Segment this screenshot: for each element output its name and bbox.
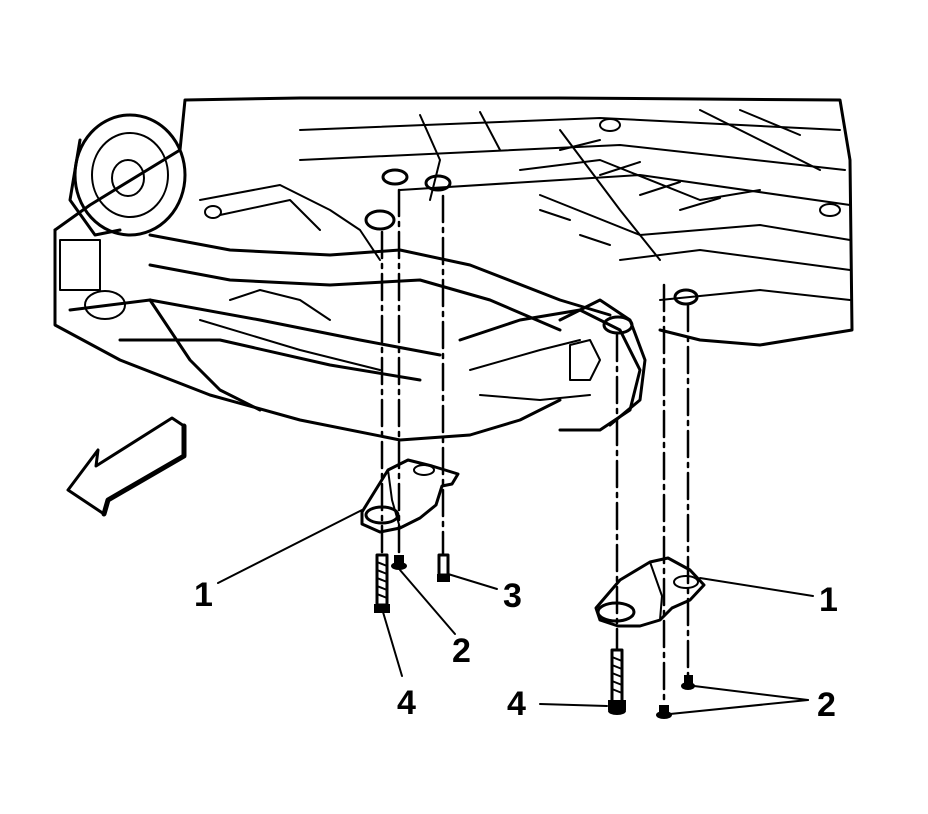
- left-stabilizer-bracket: [360, 458, 460, 534]
- right-bolt-b: [656, 705, 672, 719]
- callout-left-upper-bolt: 2: [452, 632, 471, 670]
- callout-left-bracket: 1: [194, 576, 213, 614]
- right-bolt-a: [681, 675, 695, 690]
- left-long-bolt: [374, 553, 390, 613]
- callout-right-bracket: 1: [819, 581, 838, 619]
- callout-right-bolts: 2: [817, 686, 836, 724]
- right-stabilizer-bracket: [594, 556, 706, 628]
- left-small-bolt: [437, 553, 450, 582]
- right-long-bolt: [608, 648, 626, 715]
- callout-left-small-bolt: 3: [503, 577, 522, 615]
- left-upper-bolt: [391, 555, 407, 570]
- vehicle-underbody-illustration: [53, 96, 854, 442]
- front-direction-arrow-icon: [66, 416, 187, 517]
- callout-right-long-bolt: 4: [507, 685, 526, 723]
- callout-leader-lines: [217, 509, 814, 715]
- callout-labels: 1 2 3 4 1 2 4: [194, 576, 838, 724]
- bolt-alignment-lines: [380, 188, 690, 707]
- callout-left-long-bolt: 4: [397, 684, 416, 722]
